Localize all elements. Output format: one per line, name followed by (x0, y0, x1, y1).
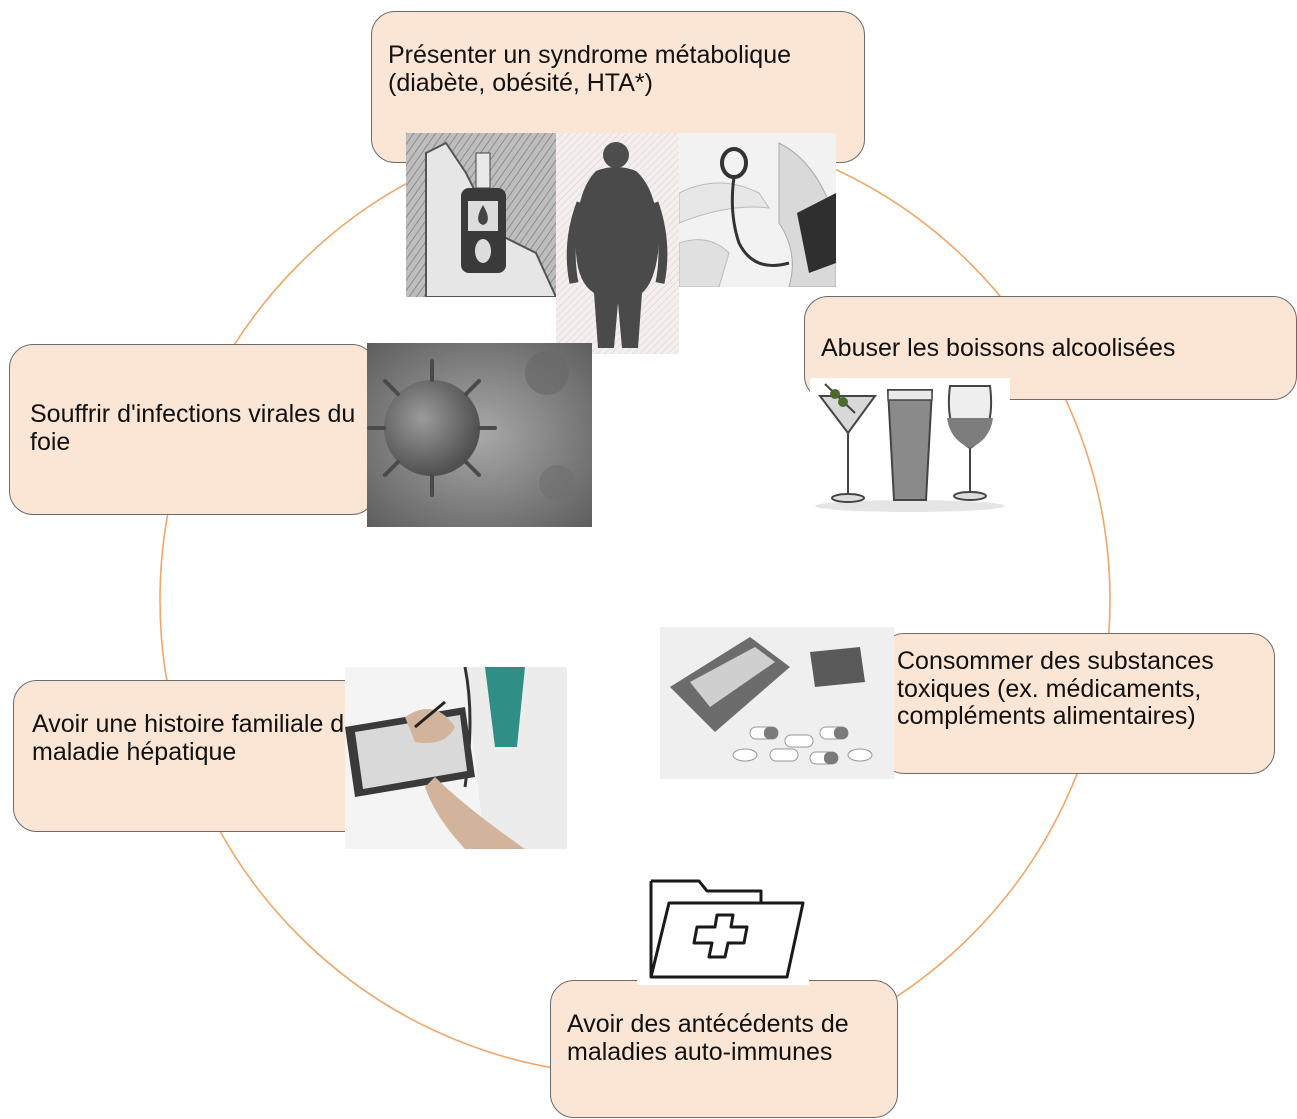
pill-bottle-icon (660, 627, 894, 779)
medical-folder-icon (637, 873, 809, 985)
cocktail-beer-wine-glasses-icon (810, 378, 1010, 515)
node-family-history-label: Avoir une histoire familiale de maladie … (32, 710, 359, 766)
blood-pressure-cuff-icon (679, 133, 836, 287)
node-toxic-substances-label: Consommer des substances toxiques (ex. m… (897, 647, 1214, 730)
obese-silhouette-icon (556, 133, 679, 354)
node-metabolic-syndrome-label: Présenter un syndrome métabolique (diabè… (388, 41, 792, 97)
glucose-meter-icon (406, 133, 558, 297)
node-autoimmune: Avoir des antécédents de maladies auto-i… (550, 980, 898, 1118)
node-alcohol-label: Abuser les boissons alcoolisées (821, 334, 1176, 362)
virus-icon (367, 343, 592, 527)
node-viral-infections: Souffrir d'infections virales du foie (9, 344, 376, 515)
node-autoimmune-label: Avoir des antécédents de maladies auto-i… (567, 1010, 849, 1066)
node-toxic-substances: Consommer des substances toxiques (ex. m… (880, 633, 1275, 774)
doctor-clipboard-icon (345, 667, 567, 849)
node-viral-infections-label: Souffrir d'infections virales du foie (30, 400, 356, 456)
node-family-history: Avoir une histoire familiale de maladie … (13, 680, 390, 832)
